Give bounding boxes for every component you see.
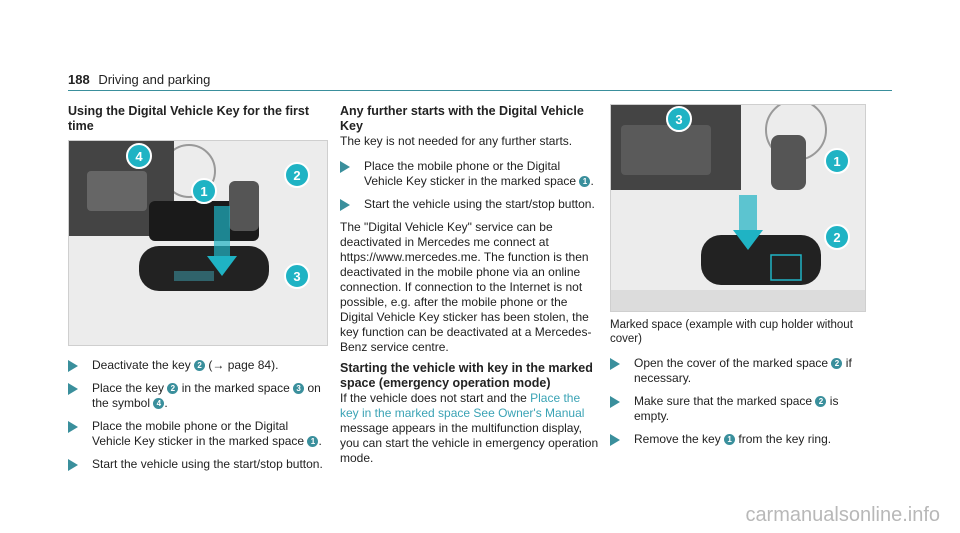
step-text: . xyxy=(590,174,594,188)
para-text: If the vehicle does not start and the xyxy=(340,391,531,405)
step-arrow-icon xyxy=(68,421,78,433)
step-arrow-icon xyxy=(340,161,350,173)
svg-text:2: 2 xyxy=(293,168,300,183)
callout-number: 1 xyxy=(579,176,591,188)
col2-step-2: Start the vehicle using the start/stop b… xyxy=(340,197,602,212)
step-arrow-icon xyxy=(610,358,620,370)
step-text: Place the key xyxy=(92,381,168,395)
col2-step-1: Place the mobile phone or the Digital Ve… xyxy=(340,159,602,189)
step-text: Deactivate the key xyxy=(92,358,195,372)
svg-text:1: 1 xyxy=(200,184,207,199)
step-text: Make sure that the marked space xyxy=(634,394,816,408)
callout-number: 2 xyxy=(831,358,843,370)
step-text: Place the mobile phone or the Digital Ve… xyxy=(92,419,308,448)
step-text: Open the cover of the marked space xyxy=(634,356,832,370)
step-arrow-icon xyxy=(610,396,620,408)
step-text: Start the vehicle using the start/stop b… xyxy=(92,457,323,471)
step-arrow-icon xyxy=(68,383,78,395)
step-arrow-icon xyxy=(68,459,78,471)
step-text: from the key ring. xyxy=(735,432,832,446)
step-text: in the marked space xyxy=(178,381,294,395)
figure-key-placement: 4 1 2 3 xyxy=(68,140,328,346)
step-arrow-icon xyxy=(340,199,350,211)
para-text: message appears in the multifunction dis… xyxy=(340,421,599,465)
svg-text:1: 1 xyxy=(833,154,840,169)
figure-caption: Marked space (example with cup holder wi… xyxy=(610,319,853,345)
step-text: if necessary. xyxy=(634,356,852,385)
page-number: 188 xyxy=(68,72,90,87)
step-text: Start the vehicle using the start/stop b… xyxy=(364,197,595,211)
svg-text:3: 3 xyxy=(293,269,300,284)
col2-intro: The key is not needed for any further st… xyxy=(340,134,573,148)
col2-service-paragraph: The "Digital Vehicle Key" service can be… xyxy=(340,220,592,354)
svg-text:3: 3 xyxy=(675,112,682,127)
column-1: Using the Digital Vehicle Key for the fi… xyxy=(68,104,328,480)
col1-step-1: Deactivate the key 2 (→ page 84). xyxy=(68,358,328,373)
step-text: . xyxy=(318,434,322,448)
callout-number: 2 xyxy=(194,360,206,372)
step-arrow-icon xyxy=(610,434,620,446)
svg-text:2: 2 xyxy=(833,230,840,245)
callout-number: 2 xyxy=(167,383,179,395)
figure-marked-space: 3 1 2 xyxy=(610,104,866,312)
col2-heading-emergency: Starting the vehicle with key in the mar… xyxy=(340,361,593,390)
header-rule xyxy=(68,90,892,91)
step-text: Place the mobile phone or the Digital Ve… xyxy=(364,159,580,188)
callout-number: 1 xyxy=(724,434,736,446)
callout-number: 1 xyxy=(307,436,319,448)
display-message-link[interactable]: Place the key in the marked space See Ow… xyxy=(340,391,585,420)
step-text: on the symbol xyxy=(92,381,321,410)
svg-text:4: 4 xyxy=(135,149,143,164)
col1-step-2: Place the key 2 in the marked space 3 on… xyxy=(68,381,328,411)
col1-step-3: Place the mobile phone or the Digital Ve… xyxy=(68,419,328,449)
section-title: Driving and parking xyxy=(98,72,211,87)
col3-step-2: Make sure that the marked space 2 is emp… xyxy=(610,394,868,424)
step-text: . xyxy=(164,396,168,410)
col3-step-1: Open the cover of the marked space 2 if … xyxy=(610,356,868,386)
callout-number: 4 xyxy=(153,398,165,410)
watermark: carmanualsonline.info xyxy=(745,504,940,526)
col2-heading: Any further starts with the Digital Vehi… xyxy=(340,104,584,133)
callout-number: 3 xyxy=(293,383,305,395)
page-header: 188 Driving and parking xyxy=(68,72,210,87)
step-text: (→ page 84). xyxy=(205,358,279,372)
column-2: Any further starts with the Digital Vehi… xyxy=(340,104,602,472)
col3-step-3: Remove the key 1 from the key ring. xyxy=(610,432,868,447)
step-arrow-icon xyxy=(68,360,78,372)
col1-heading: Using the Digital Vehicle Key for the fi… xyxy=(68,104,310,133)
column-3: 3 1 2 Marked space (example with cup hol… xyxy=(610,104,868,455)
step-text: is empty. xyxy=(634,394,839,423)
col2-emergency-paragraph: If the vehicle does not start and the Pl… xyxy=(340,391,602,466)
col1-step-4: Start the vehicle using the start/stop b… xyxy=(68,457,328,472)
callout-number: 2 xyxy=(815,396,827,408)
step-text: Remove the key xyxy=(634,432,725,446)
